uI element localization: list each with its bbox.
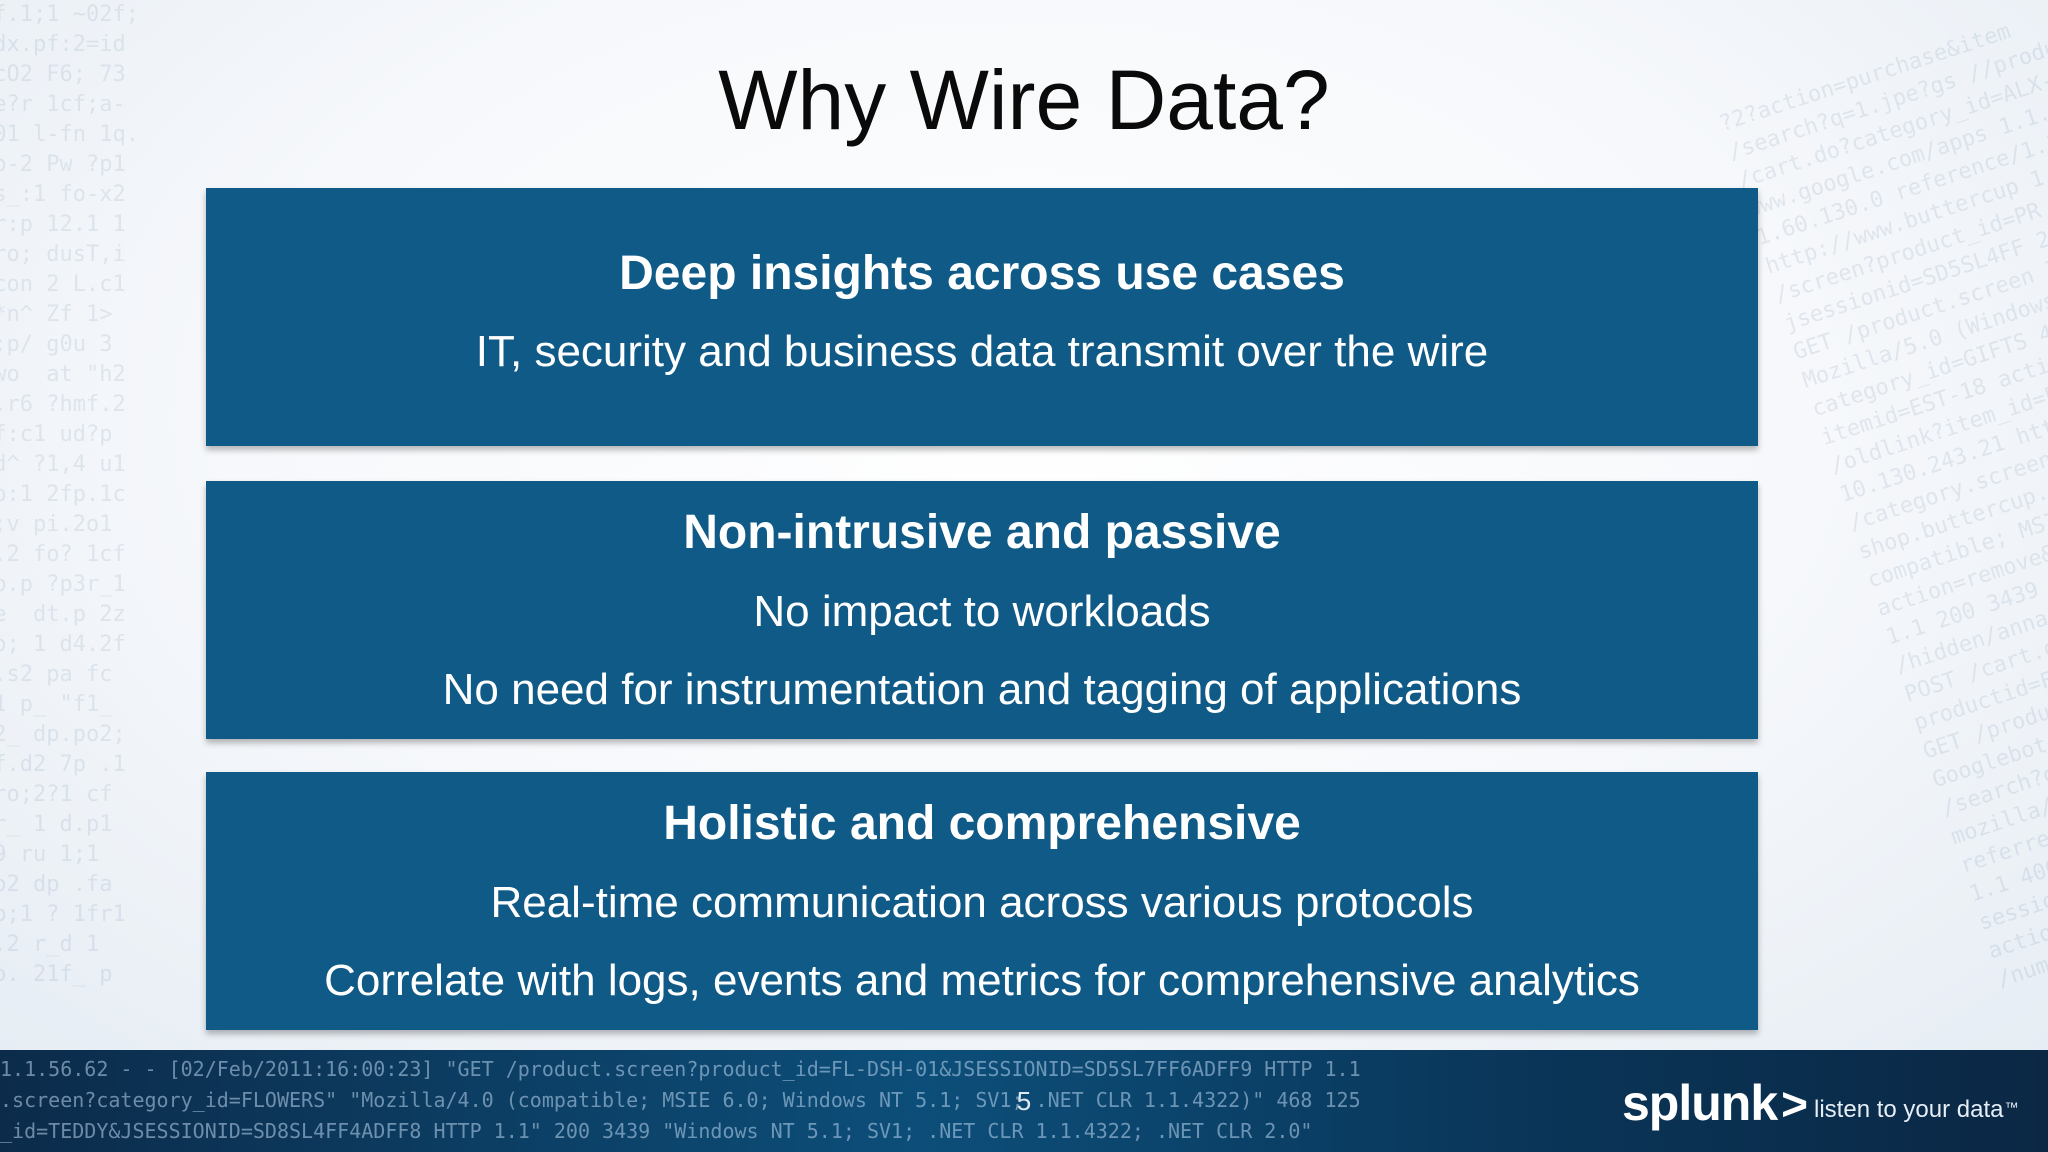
- card-line: No impact to workloads: [753, 587, 1211, 636]
- card-line: IT, security and business data transmit …: [475, 327, 1489, 376]
- background-code-pattern-right: ?2?action=purchase&item /search?q=1.jpe?…: [1716, 19, 2048, 993]
- logo-wordmark: splunk: [1622, 1075, 1778, 1131]
- footer-code-pattern: 1.1.56.62 - - [02/Feb/2011:16:00:23] "GE…: [0, 1057, 1361, 1152]
- card-heading: Holistic and comprehensive: [663, 797, 1301, 850]
- trademark-mark: ™: [2004, 1099, 2019, 1115]
- logo-tagline: listen to your data: [1814, 1096, 2004, 1123]
- page-number: 5: [1016, 1086, 1032, 1116]
- slide-title: Why Wire Data?: [718, 53, 1330, 147]
- card-line: Real-time communication across various p…: [490, 878, 1474, 927]
- splunk-logo: splunk > listen to your data ™: [1622, 1076, 2018, 1128]
- background-code-pattern-left: 1f.1;1 ~02f; idx.pf:2=id 1cO2 F6; 73 1e?…: [0, 2, 139, 987]
- card-line: No need for instrumentation and tagging …: [442, 665, 1522, 714]
- card-deep-insights: Deep insights across use cases IT, secur…: [206, 188, 1758, 446]
- chevron-right-icon: >: [1781, 1078, 1809, 1130]
- card-non-intrusive: Non-intrusive and passive No impact to w…: [206, 481, 1758, 739]
- card-heading: Non-intrusive and passive: [683, 506, 1281, 559]
- card-heading: Deep insights across use cases: [619, 247, 1345, 300]
- card-line: Correlate with logs, events and metrics …: [324, 956, 1640, 1005]
- footer-bar: 1.1.56.62 - - [02/Feb/2011:16:00:23] "GE…: [0, 1050, 2048, 1152]
- card-holistic: Holistic and comprehensive Real-time com…: [206, 772, 1758, 1030]
